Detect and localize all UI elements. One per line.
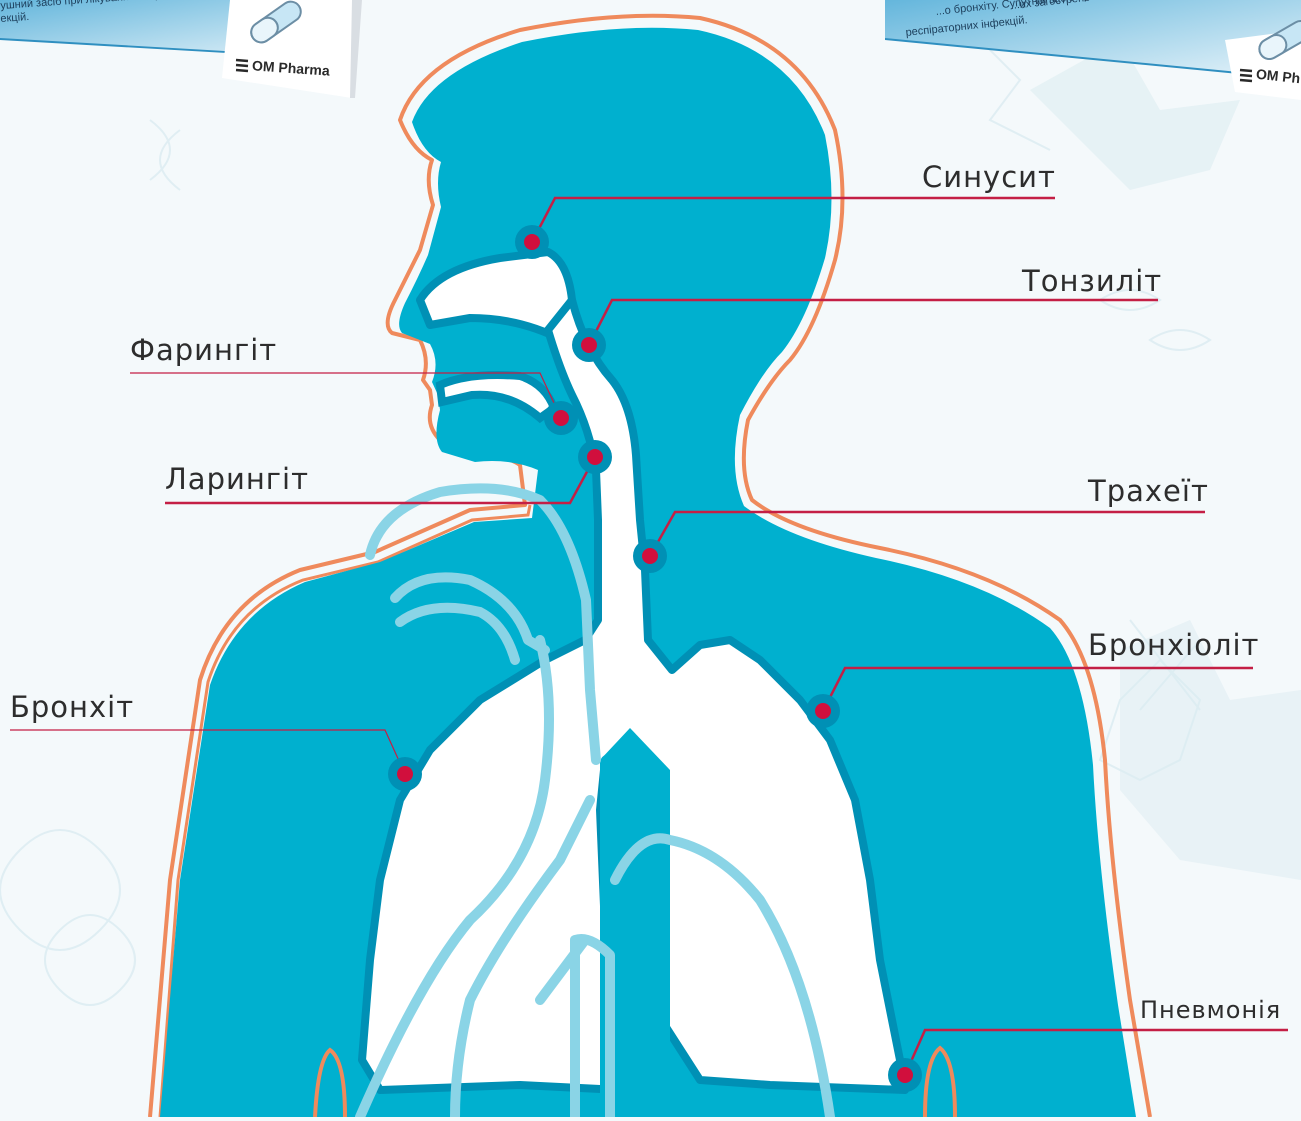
label-tonsillitis: Тонзиліт bbox=[1022, 264, 1162, 298]
marker-dot-pneumonia bbox=[897, 1067, 913, 1083]
pack-left-line-2: екцій. bbox=[0, 11, 30, 26]
marker-dot-bronchitis bbox=[397, 766, 413, 782]
label-bronchiolitis: Бронхіоліт bbox=[1088, 628, 1259, 662]
label-pharyngitis: Фарингіт bbox=[130, 333, 277, 367]
label-tracheitis: Трахеїт bbox=[1088, 474, 1209, 508]
label-pneumonia: Пневмонія bbox=[1140, 996, 1281, 1024]
marker-dot-laryngitis bbox=[587, 449, 603, 465]
label-bronchitis: Бронхіт bbox=[10, 690, 134, 724]
marker-dot-bronchiolitis bbox=[815, 703, 831, 719]
label-laryngitis: Ларингіт bbox=[165, 462, 309, 496]
marker-dot-sinusitis bbox=[524, 234, 540, 250]
marker-dot-tracheitis bbox=[642, 548, 658, 564]
label-sinusitis: Синусит bbox=[922, 160, 1056, 194]
marker-dot-tonsillitis bbox=[581, 337, 597, 353]
marker-dot-pharyngitis bbox=[553, 410, 569, 426]
product-box-left bbox=[0, 0, 362, 98]
